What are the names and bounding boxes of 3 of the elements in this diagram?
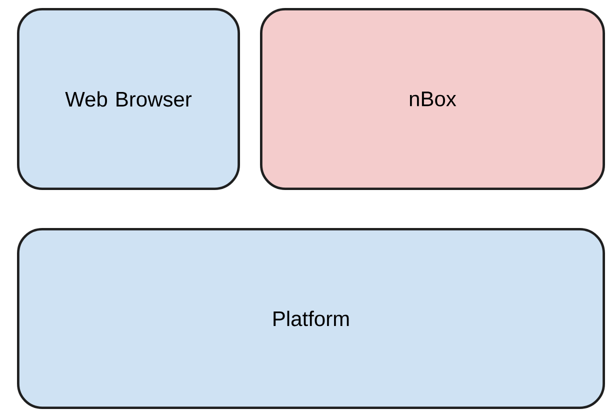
process-box: Platform [17,228,605,409]
process-box: nBox [260,8,605,190]
process-box: Web Browser [17,8,240,190]
